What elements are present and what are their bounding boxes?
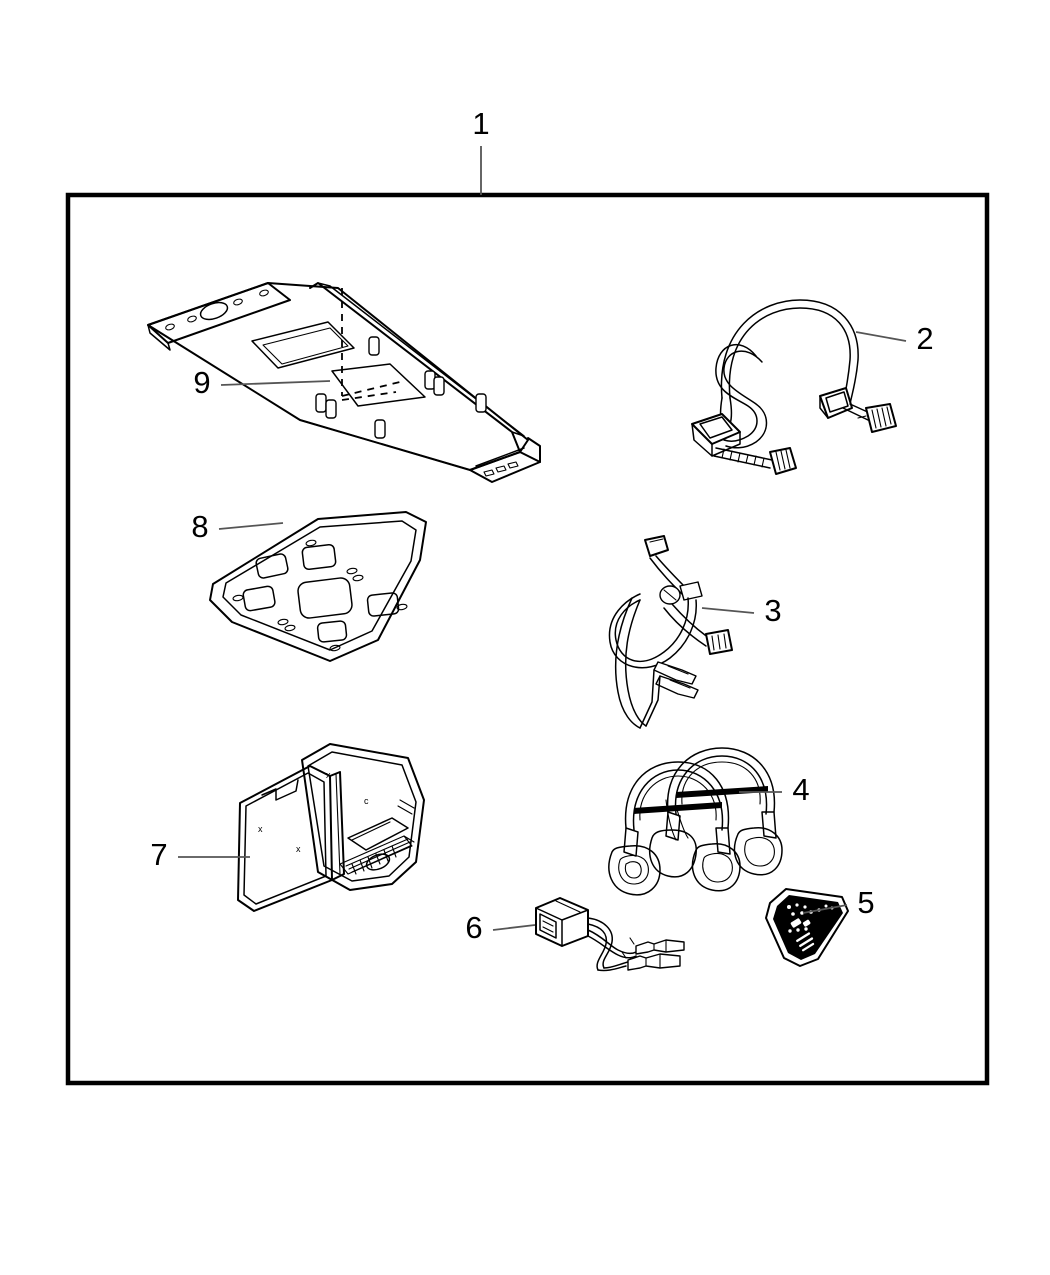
package-boundary-frame — [65, 192, 990, 1086]
part-7-video-display-unit: x x x c — [237, 743, 425, 912]
part-6-module-adapter — [535, 897, 685, 972]
svg-text:c: c — [364, 796, 369, 806]
callout-label-3: 3 — [764, 593, 781, 628]
svg-text:x: x — [326, 770, 331, 780]
leader-3 — [701, 607, 755, 614]
part-4-wireless-headphones — [608, 747, 783, 896]
callout-number-labels: 1 2 3 4 5 6 7 8 9 — [150, 106, 933, 945]
display-speaker-grille — [339, 835, 413, 875]
headphone-back — [648, 747, 783, 878]
leader-6 — [492, 924, 536, 931]
bracket-clip-tabs — [315, 336, 487, 439]
part-3-video-cable-harness — [608, 535, 733, 729]
callout-label-2: 2 — [916, 321, 933, 356]
callout-label-4: 4 — [792, 772, 809, 807]
headphone-front — [608, 761, 741, 896]
callout-label-8: 8 — [191, 509, 208, 544]
leader-5 — [802, 904, 848, 914]
callout-leader-lines — [178, 146, 907, 931]
part-9-headliner-bracket — [147, 282, 541, 483]
callout-label-5: 5 — [857, 885, 874, 920]
leader-8 — [218, 522, 284, 530]
leader-2 — [855, 331, 907, 342]
part-5-remote-control — [765, 888, 849, 967]
callout-label-6: 6 — [465, 910, 482, 945]
remote-buttons — [787, 903, 834, 952]
svg-text:x: x — [258, 824, 263, 834]
callout-label-9: 9 — [193, 365, 210, 400]
callout-label-7: 7 — [150, 837, 167, 872]
leader-9 — [220, 380, 331, 386]
part-8-trim-bezel — [209, 511, 427, 662]
part-2-wiring-harness — [691, 299, 897, 475]
svg-text:x: x — [296, 844, 301, 854]
callout-label-1: 1 — [472, 106, 489, 141]
